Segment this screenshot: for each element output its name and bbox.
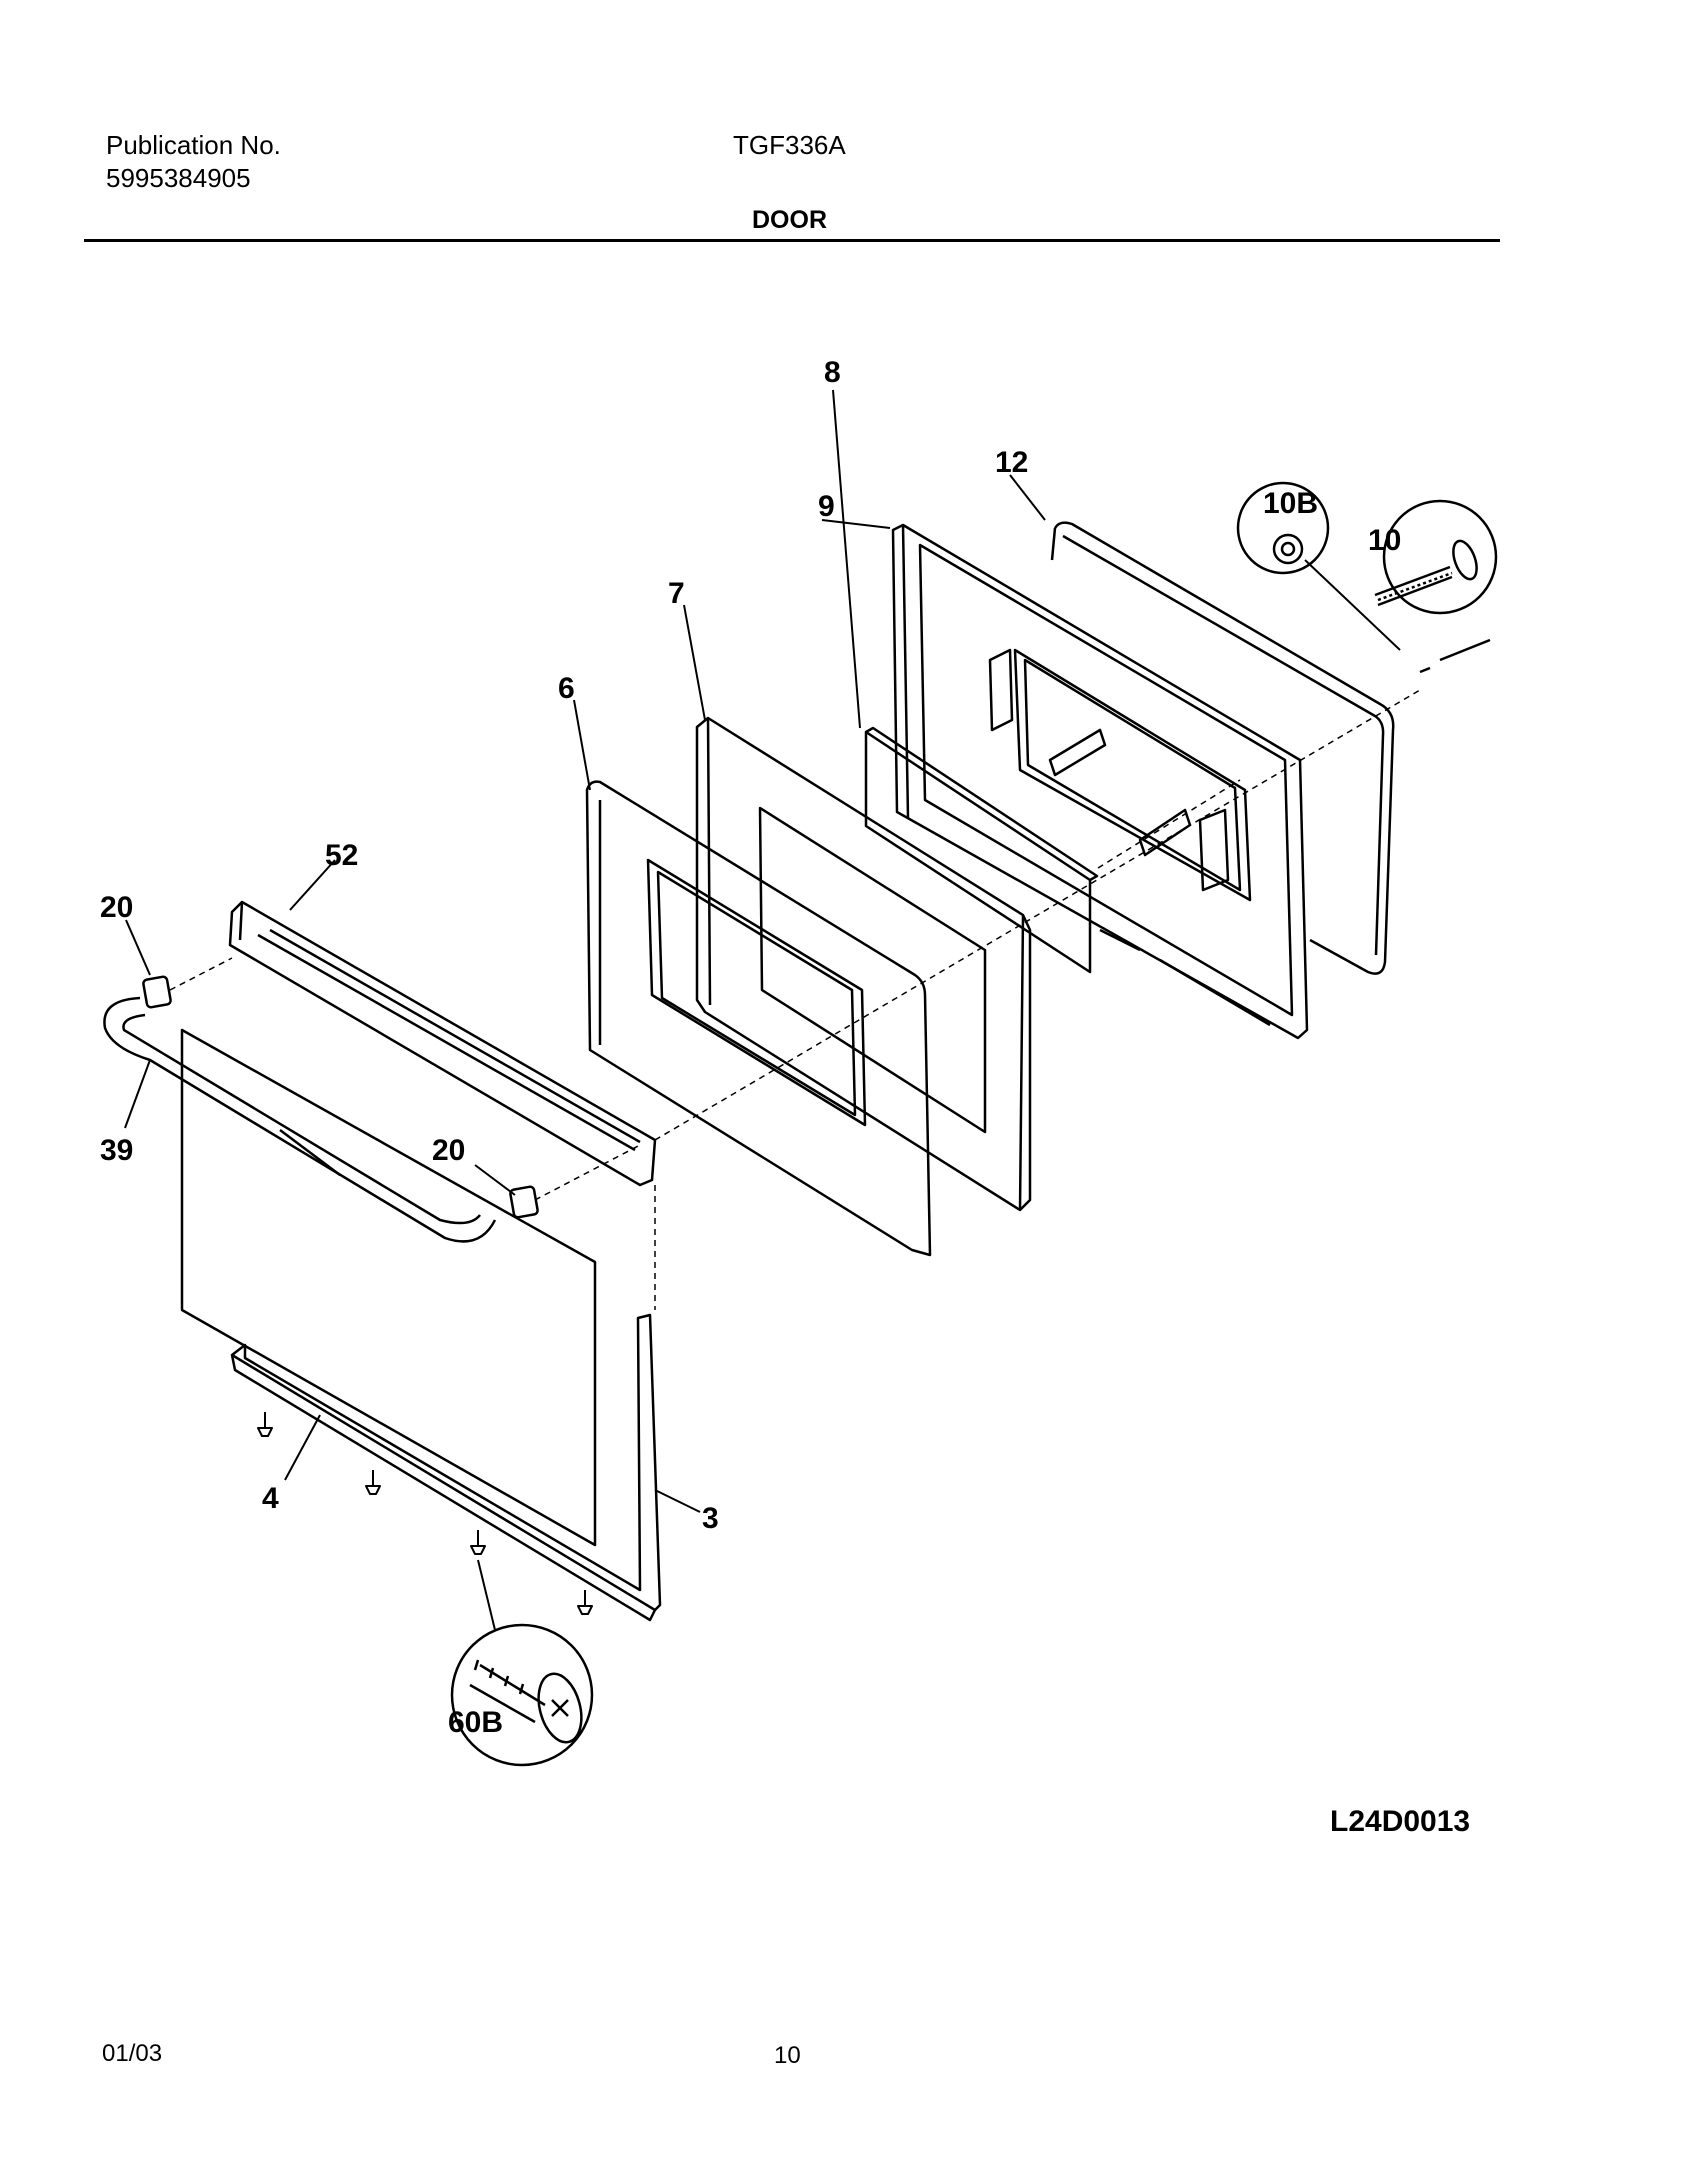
callout-20-right: 20 [432, 1134, 465, 1167]
callout-12: 12 [995, 446, 1028, 479]
leader-lines [124, 389, 1401, 1631]
inner-liner-part-9 [891, 523, 1309, 1040]
page-number: 10 [774, 2042, 801, 2069]
end-cap-part-20-right [509, 1185, 539, 1219]
handle-part-39 [103, 996, 497, 1243]
header-rule [84, 239, 1500, 242]
footer-date: 01/03 [102, 2040, 163, 2067]
callout-9: 9 [818, 490, 835, 523]
callout-52: 52 [325, 839, 358, 872]
gasket-part-12 [1050, 521, 1395, 975]
detail-circle-60b [450, 1623, 594, 1767]
detail-circle-10b [1236, 481, 1330, 575]
publication-label: Publication No. [106, 130, 281, 160]
callout-4: 4 [262, 1482, 279, 1515]
callout-7: 7 [668, 577, 685, 610]
screw-part-10 [1419, 638, 1491, 674]
end-cap-part-20-left [142, 975, 172, 1009]
insulation-part-8 [864, 726, 1099, 974]
callout-3: 3 [702, 1502, 719, 1535]
outer-glass-part-4 [180, 1028, 597, 1547]
top-trim-part-52 [228, 900, 657, 1187]
callout-6: 6 [558, 672, 575, 705]
callout-39: 39 [100, 1134, 133, 1167]
screws [257, 1412, 593, 1615]
detail-circle-10 [1374, 499, 1498, 615]
section-title: DOOR [752, 206, 827, 234]
callout-10: 10 [1368, 524, 1401, 557]
inner-door-panel-part-6 [585, 780, 932, 1257]
alignment-lines [169, 689, 1421, 1310]
callout-10b: 10B [1263, 487, 1318, 520]
drawing-code: L24D0013 [1330, 1805, 1471, 1838]
publication-number: 5995384905 [106, 163, 251, 193]
callout-20-left: 20 [100, 891, 133, 924]
model-number: TGF336A [733, 130, 846, 160]
glass-pack-part-7 [695, 716, 1032, 1212]
outer-door-frame-part-3 [230, 1313, 662, 1622]
callout-60b: 60B [448, 1706, 503, 1739]
callout-8: 8 [824, 356, 841, 389]
